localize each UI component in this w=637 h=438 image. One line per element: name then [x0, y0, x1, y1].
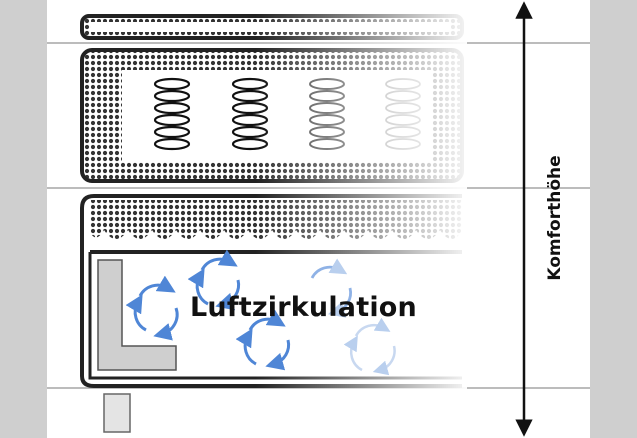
base-foot — [104, 394, 130, 432]
fade-overlay — [82, 10, 467, 390]
comfort-height-label: Komforthöhe — [545, 155, 565, 280]
air-circulation-label: Luftzirkulation — [190, 292, 417, 323]
right-side-bar — [590, 0, 637, 438]
left-side-bar — [0, 0, 47, 438]
